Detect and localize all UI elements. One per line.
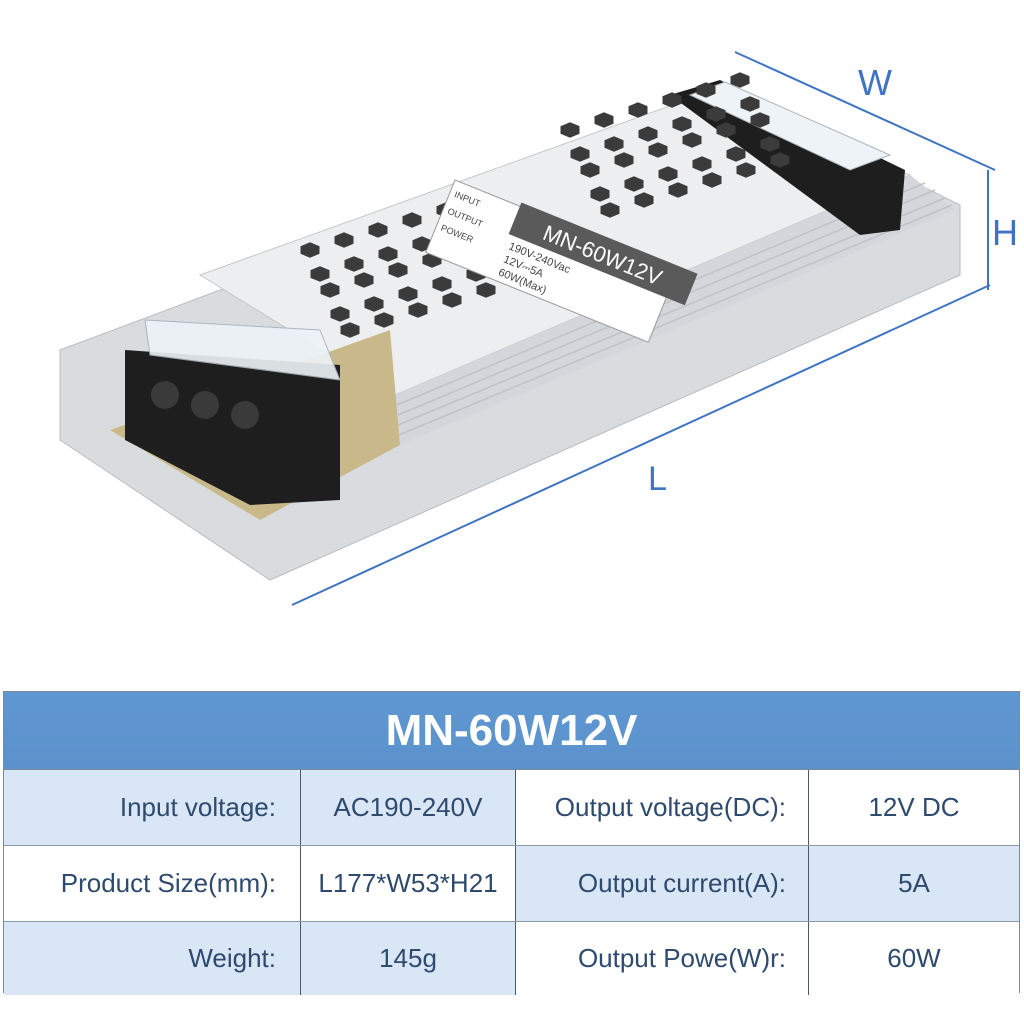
value-output-voltage: 12V DC — [809, 770, 1019, 845]
value-output-power: 60W — [809, 922, 1019, 995]
vent-hole — [696, 82, 716, 98]
vent-hole — [614, 152, 634, 168]
vent-hole — [692, 156, 712, 172]
spec-table: MN-60W12V Input voltage: AC190-240V Outp… — [3, 691, 1020, 995]
vent-hole — [624, 176, 644, 192]
table-title: MN-60W12V — [4, 692, 1019, 770]
table-row: Input voltage: AC190-240V Output voltage… — [4, 770, 1019, 846]
vent-hole — [706, 106, 726, 122]
label-input-voltage: Input voltage: — [4, 770, 301, 845]
vent-hole — [750, 112, 770, 128]
vent-hole — [702, 172, 722, 188]
vent-hole — [600, 202, 620, 218]
vent-hole — [560, 122, 580, 138]
value-product-size: L177*W53*H21 — [301, 846, 516, 921]
vent-hole — [340, 322, 360, 338]
vent-hole — [364, 296, 384, 312]
vent-hole — [402, 212, 422, 228]
vent-hole — [726, 146, 746, 162]
vent-hole — [432, 276, 452, 292]
vent-hole — [374, 312, 394, 328]
vent-hole — [320, 282, 340, 298]
vent-hole — [368, 222, 388, 238]
vent-hole — [476, 282, 496, 298]
vent-hole — [334, 232, 354, 248]
vent-hole — [648, 142, 668, 158]
vent-hole — [736, 162, 756, 178]
vent-hole — [398, 286, 418, 302]
vent-hole — [628, 102, 648, 118]
vent-hole — [388, 262, 408, 278]
vent-hole — [658, 166, 678, 182]
label-output-current: Output current(A): — [516, 846, 809, 921]
label-product-size: Product Size(mm): — [4, 846, 301, 921]
terminal-block-front — [125, 319, 341, 505]
vent-hole — [590, 186, 610, 202]
vent-hole — [354, 272, 374, 288]
vent-hole — [594, 112, 614, 128]
vent-hole — [634, 192, 654, 208]
vent-hole — [740, 96, 760, 112]
table-row: Weight: 145g Output Powe(W)r: 60W — [4, 922, 1019, 995]
label-output-voltage: Output voltage(DC): — [516, 770, 809, 845]
vent-hole — [310, 266, 330, 282]
dimension-w: W — [858, 62, 892, 103]
vent-hole — [604, 136, 624, 152]
label-output-power: Output Powe(W)r: — [516, 922, 809, 995]
vent-hole — [412, 236, 432, 252]
vent-hole — [378, 246, 398, 262]
vent-hole — [344, 256, 364, 272]
value-input-voltage: AC190-240V — [301, 770, 516, 845]
power-supply-image: MN-60W12V INPUT OUTPUT POWER 190V-240Vac… — [59, 51, 1018, 606]
vent-hole — [682, 132, 702, 148]
dimension-lines — [291, 51, 996, 606]
dimension-h: H — [992, 212, 1018, 253]
vent-hole — [760, 136, 780, 152]
value-weight: 145g — [301, 922, 516, 995]
vent-hole — [638, 126, 658, 142]
vent-hole — [730, 72, 750, 88]
dimension-l: L — [648, 460, 667, 498]
label-weight: Weight: — [4, 922, 301, 995]
vent-hole — [770, 152, 790, 168]
vent-hole — [580, 162, 600, 178]
vent-hole — [672, 116, 692, 132]
vent-hole — [442, 292, 462, 308]
vent-hole — [330, 306, 350, 322]
vent-hole — [408, 302, 428, 318]
vent-hole — [300, 242, 320, 258]
vent-hole — [716, 122, 736, 138]
vent-hole — [662, 92, 682, 108]
vent-hole — [668, 182, 688, 198]
table-row: Product Size(mm): L177*W53*H21 Output cu… — [4, 846, 1019, 922]
value-output-current: 5A — [809, 846, 1019, 921]
vent-hole — [570, 146, 590, 162]
